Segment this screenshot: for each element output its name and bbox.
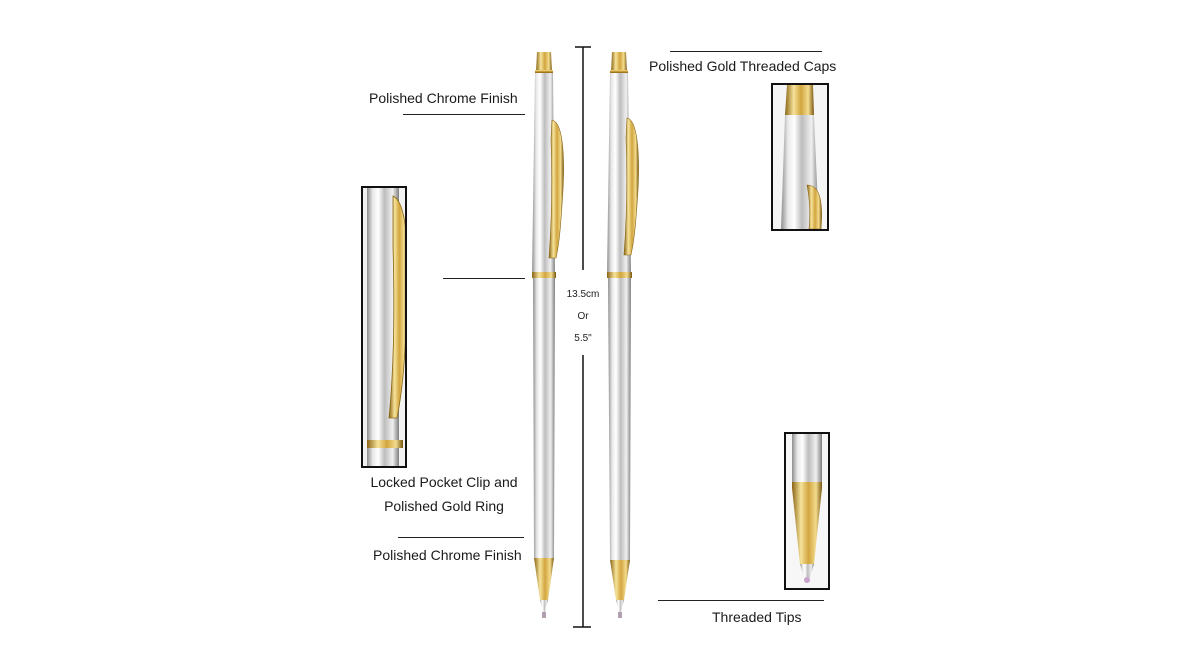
leader-line-tips (658, 600, 824, 601)
dimension-imperial: 5.5" (574, 333, 592, 344)
leader-line-chrome-top (403, 114, 525, 115)
label-clip-line1: Locked Pocket Clip and (370, 474, 518, 490)
leader-line-gold-caps (670, 51, 822, 52)
dimension-text: 13.5cm Or 5.5" (561, 284, 605, 350)
label-tips: Threaded Tips (712, 609, 802, 625)
leader-line-clip (443, 278, 525, 279)
label-chrome-top: Polished Chrome Finish (369, 90, 518, 106)
label-clip-line2: Polished Gold Ring (384, 498, 504, 514)
label-clip: Locked Pocket Clip and Polished Gold Rin… (359, 472, 529, 516)
right-pen (607, 52, 639, 618)
left-pen (532, 52, 564, 618)
tip-detail-box (784, 432, 830, 590)
dimension-marker (573, 46, 591, 628)
leader-line-chrome-bottom (398, 537, 524, 538)
cap-detail-box (771, 83, 829, 231)
dimension-metric: 13.5cm (566, 289, 600, 300)
label-gold-caps: Polished Gold Threaded Caps (649, 58, 837, 74)
label-chrome-bottom: Polished Chrome Finish (373, 547, 522, 563)
clip-detail-box (361, 186, 407, 468)
dimension-or: Or (577, 311, 589, 322)
